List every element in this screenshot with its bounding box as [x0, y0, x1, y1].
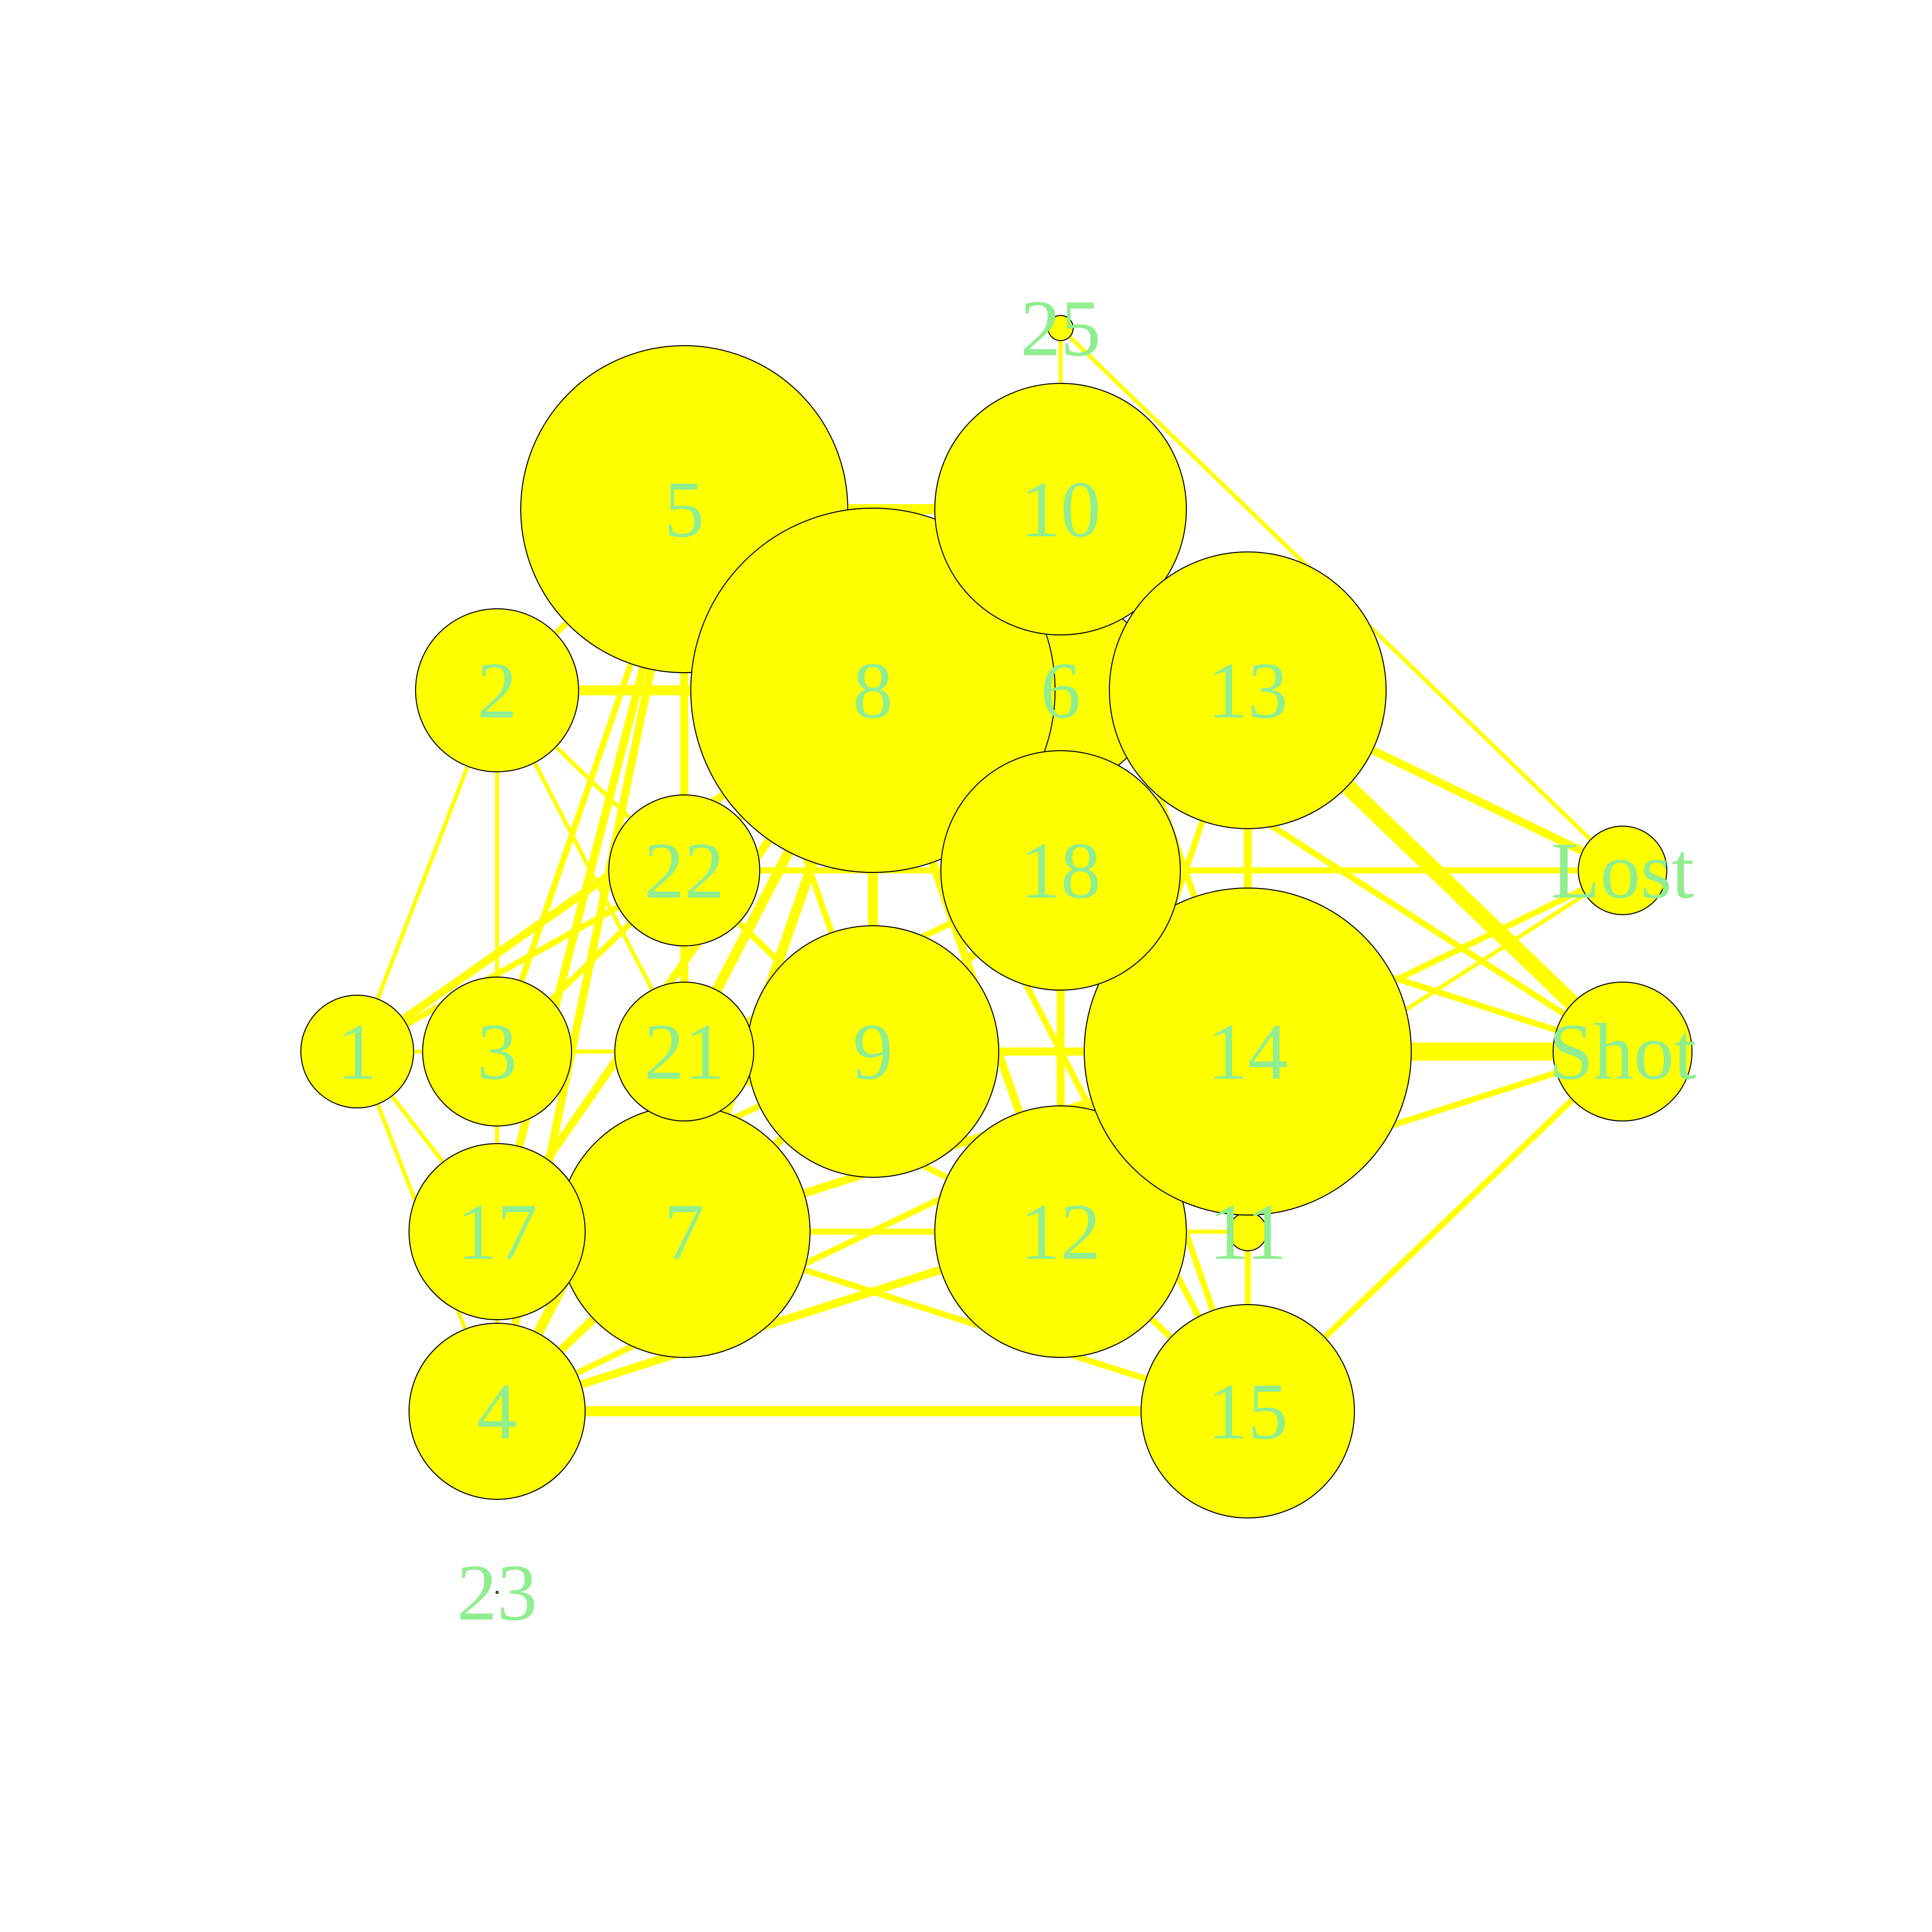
node-label-17: 17: [457, 1187, 537, 1276]
node-25: [1048, 315, 1074, 341]
node-label-18: 18: [1020, 826, 1101, 915]
node-label-13: 13: [1208, 646, 1288, 735]
label-layer: 123456789101112131415171821222325LostSho…: [337, 283, 1697, 1637]
node-label-Shot: Shot: [1549, 1007, 1696, 1096]
node-label-2: 2: [477, 646, 517, 735]
node-layer: [300, 315, 1693, 1594]
node-22: [608, 794, 760, 946]
node-label-5: 5: [664, 464, 704, 554]
node-12: [934, 1105, 1187, 1358]
node-Lost: [1578, 826, 1667, 915]
node-18: [940, 750, 1181, 991]
node-label-7: 7: [664, 1187, 704, 1276]
node-label-15: 15: [1208, 1366, 1288, 1456]
node-8: [690, 508, 1056, 873]
node-label-Lost: Lost: [1551, 826, 1694, 915]
node-14: [1084, 888, 1412, 1216]
node-label-9: 9: [853, 1007, 893, 1096]
node-2: [415, 608, 579, 772]
node-17: [409, 1143, 586, 1320]
node-23: [496, 1591, 499, 1594]
node-label-22: 22: [644, 826, 725, 915]
node-label-11: 11: [1209, 1187, 1286, 1276]
node-label-25: 25: [1020, 283, 1101, 373]
node-3: [422, 977, 572, 1126]
node-4: [409, 1323, 586, 1500]
node-label-10: 10: [1020, 464, 1101, 554]
node-label-23: 23: [457, 1548, 537, 1637]
node-label-4: 4: [477, 1366, 517, 1456]
node-label-14: 14: [1208, 1007, 1288, 1096]
node-13: [1109, 551, 1387, 829]
node-label-3: 3: [477, 1007, 517, 1096]
node-label-1: 1: [337, 1007, 377, 1096]
node-label-21: 21: [644, 1007, 725, 1096]
node-label-6: 6: [1040, 646, 1081, 735]
node-label-8: 8: [853, 646, 893, 735]
node-label-12: 12: [1020, 1187, 1101, 1276]
node-15: [1141, 1304, 1355, 1518]
node-1: [300, 995, 414, 1108]
node-Shot: [1553, 982, 1693, 1121]
node-10: [934, 383, 1187, 635]
node-21: [614, 982, 754, 1121]
